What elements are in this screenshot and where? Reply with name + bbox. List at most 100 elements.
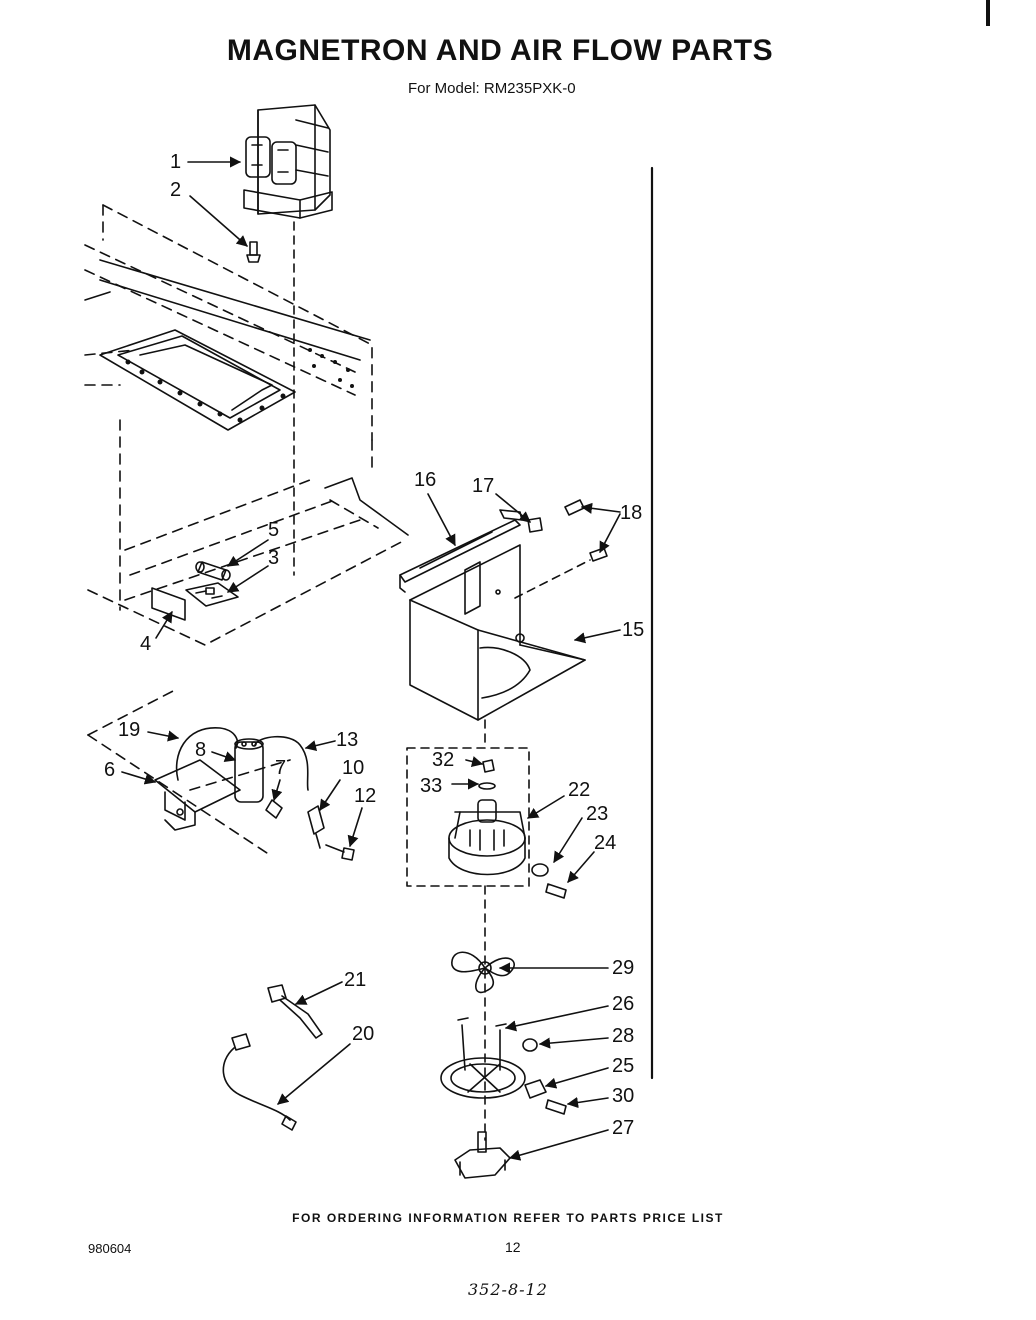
screw-part-18b [589, 547, 608, 562]
fuse-part-5 [195, 561, 231, 581]
ordering-note: FOR ORDERING INFORMATION REFER TO PARTS … [292, 1211, 724, 1225]
motor-part-27 [454, 1131, 511, 1179]
thermal-cutout-part-21 [267, 984, 323, 1039]
leader-19 [147, 730, 180, 742]
leader-2 [189, 195, 248, 247]
leader-22 [527, 795, 565, 819]
capacitor-bracket-part-6 [154, 759, 241, 831]
capacitor-bracket-outline [87, 689, 291, 856]
callout-17: 17 [472, 475, 495, 497]
leader-32 [465, 756, 484, 767]
nut-part-32 [482, 759, 495, 773]
page-title: MAGNETRON AND AIR FLOW PARTS [226, 34, 774, 67]
leader-6 [121, 771, 157, 785]
callout-25: 25 [612, 1055, 635, 1077]
callout-10: 10 [342, 757, 365, 779]
plate-part-4 [151, 587, 186, 621]
leader-8 [211, 751, 237, 762]
margin-mark [986, 0, 990, 26]
leader-20 [277, 1043, 351, 1105]
callout-32: 32 [432, 749, 455, 771]
callout-33: 33 [420, 775, 443, 797]
callout-3: 3 [268, 547, 280, 569]
callout-5: 5 [268, 519, 280, 541]
diode-part-7 [265, 799, 283, 819]
callout-18: 18 [620, 502, 643, 524]
callout-22: 22 [568, 779, 591, 801]
leader-30 [566, 1096, 609, 1109]
waveguide [99, 329, 354, 431]
callout-7: 7 [275, 757, 287, 779]
fan-bracket-part-26 [440, 1017, 526, 1099]
cavity-lines [84, 259, 409, 536]
callout-4: 4 [140, 633, 152, 655]
callout-24: 24 [594, 832, 617, 854]
leader-5 [227, 539, 269, 567]
screw-part-24 [545, 883, 567, 899]
leader-lines [121, 156, 621, 1161]
fan-blade-part-29 [451, 951, 515, 994]
document-number: 980604 [88, 1241, 132, 1256]
callout-16: 16 [414, 469, 437, 491]
leader-18a [580, 502, 621, 514]
fan-shroud-part-15 [409, 544, 586, 721]
leader-25 [544, 1067, 609, 1089]
leader-7 [271, 779, 283, 802]
model-subtitle: For Model: RM235PXK-0 [408, 80, 576, 97]
leader-3 [227, 565, 269, 593]
callout-27: 27 [612, 1117, 635, 1139]
leader-12 [347, 807, 363, 848]
bushing-part-23 [531, 863, 549, 877]
wire-part-13 [254, 735, 309, 791]
leader-15 [573, 629, 621, 644]
leader-17 [495, 493, 531, 523]
callout-21: 21 [344, 969, 367, 991]
leader-24 [567, 851, 595, 883]
callout-12: 12 [354, 785, 377, 807]
wire-harness-part-20 [222, 1033, 297, 1131]
callout-29: 29 [612, 957, 635, 979]
handwritten-code: 352-8-12 [468, 1280, 548, 1299]
screw-part-2 [246, 241, 261, 263]
leader-23 [553, 817, 583, 863]
leader-28 [538, 1037, 609, 1049]
diode-part-10 [307, 805, 325, 849]
leader-16 [427, 493, 456, 546]
screw-part-18a [564, 499, 585, 516]
washer-part-33 [478, 782, 496, 790]
nut-part-28 [522, 1038, 538, 1052]
callout-6: 6 [104, 759, 116, 781]
capacitor-part-8 [234, 738, 264, 803]
callout-13: 13 [336, 729, 359, 751]
callout-28: 28 [612, 1025, 635, 1047]
callout-26: 26 [612, 993, 635, 1015]
callout-1: 1 [170, 151, 182, 173]
leader-18b [599, 513, 621, 553]
magnetron [243, 104, 333, 219]
callout-23: 23 [586, 803, 609, 825]
bracket-part-16 [399, 509, 523, 593]
leader-27 [508, 1129, 609, 1161]
leader-21 [294, 981, 343, 1005]
leader-4 [155, 611, 173, 639]
callout-8: 8 [195, 739, 207, 761]
clip-part-17 [527, 517, 543, 533]
clip-part-25 [524, 1079, 547, 1099]
callout-19: 19 [118, 719, 141, 741]
page-number: 12 [505, 1239, 521, 1255]
wire-part-19 [175, 727, 239, 781]
fuse-holder-part-3 [185, 582, 239, 607]
screw-part-30 [545, 1099, 567, 1115]
cavity-outline [84, 204, 406, 646]
fan-motor-part-22 [448, 799, 526, 876]
callout-20: 20 [352, 1023, 375, 1045]
motor-box-outline [406, 747, 530, 887]
leader-10 [319, 779, 341, 811]
leader-26 [504, 1005, 609, 1032]
leader-13 [304, 740, 336, 752]
screw-part-12 [325, 844, 355, 861]
callout-2: 2 [170, 179, 182, 201]
callout-15: 15 [622, 619, 645, 641]
callout-30: 30 [612, 1085, 635, 1107]
